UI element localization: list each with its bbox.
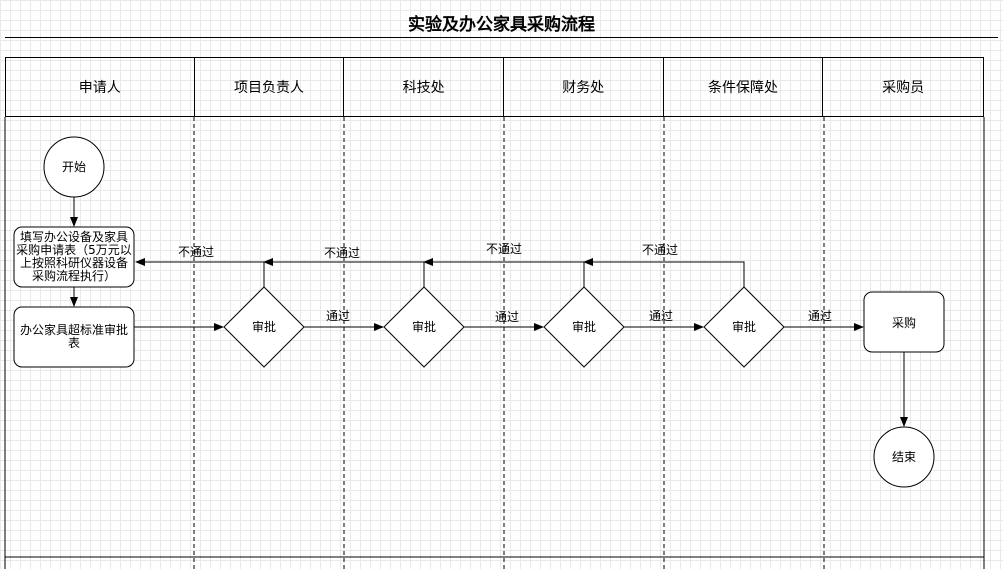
pass-label-1: 通过 [326,309,350,323]
pass-label-3: 通过 [649,309,673,323]
start-label: 开始 [62,160,86,174]
start-node [43,136,105,198]
edge-reject-4 [583,258,745,287]
edge-reject-1 [135,258,265,287]
end-node [873,426,935,488]
reject-label-3: 不通过 [486,242,522,256]
review-node-tech-office [383,286,465,368]
lane-applicant: 申请人 [6,58,195,116]
reject-label-4: 不通过 [642,243,678,257]
lane-project-leader: 项目负责人 [195,58,345,116]
lane-finance-office: 财务处 [504,58,664,116]
review-node-project-leader [223,286,305,368]
review-label-2: 审批 [412,319,436,334]
purchase-label: 采购 [892,315,916,330]
purchase-node [863,291,945,353]
fill-form-node [13,226,135,288]
pass-label-2: 通过 [495,310,519,324]
review-node-finance-office [543,286,625,368]
pass-label-4: 通过 [808,309,832,323]
lane-purchaser: 采购员 [882,80,925,96]
reject-label-1: 不通过 [178,245,214,259]
lane-tech-office: 科技处 [344,58,504,116]
review-node-facilities-office [703,286,785,368]
diagram-title: 实验及办公家具采购流程 [408,15,595,35]
review-label-1: 审批 [252,319,276,334]
review-label-3: 审批 [572,319,596,334]
swimlane-header: 申请人 项目负责人 科技处 财务处 条件保障处 采购员 [5,57,984,117]
lane-facilities-office: 条件保障处 [664,58,824,116]
approval-form-node [13,306,135,368]
end-label: 结束 [892,450,916,464]
reject-label-2: 不通过 [324,246,360,260]
approval-form-label: 办公家具超标准审批表 [19,323,128,350]
title-underline [5,37,998,38]
fill-form-label: 填写办公设备及家具采购申请表（5万元以上按照科研仪器设备采购流程执行） [16,230,132,283]
review-label-4: 审批 [732,319,756,334]
